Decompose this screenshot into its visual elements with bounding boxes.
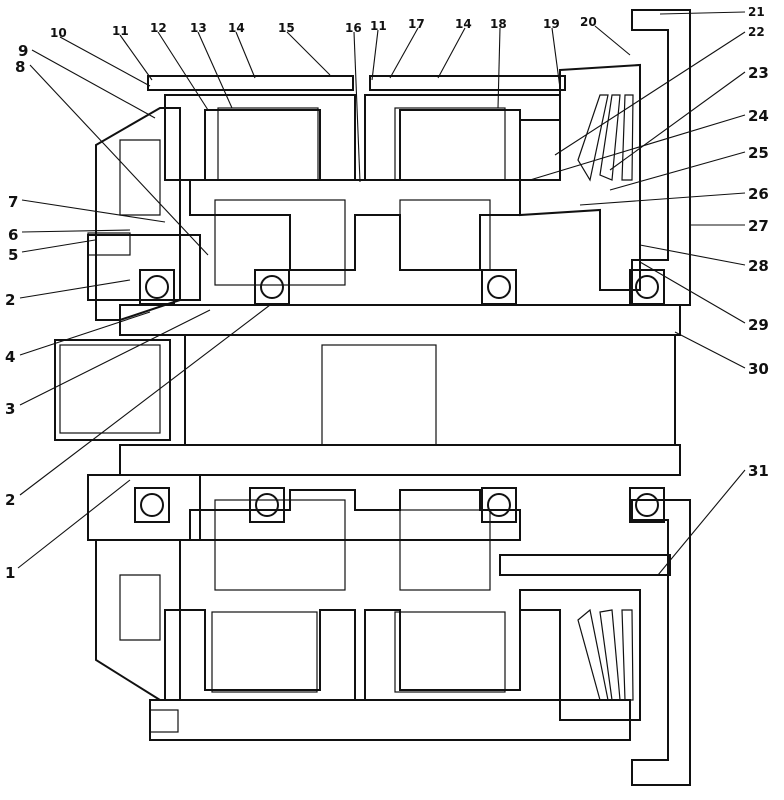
callout-4: 4	[5, 348, 15, 366]
callout-10: 10	[50, 26, 67, 40]
callout-12: 12	[150, 21, 167, 35]
callout-30: 30	[748, 360, 769, 378]
callout-27: 27	[748, 217, 769, 235]
main-shaft	[54, 304, 681, 476]
callout-29: 29	[748, 316, 769, 334]
callout-9: 9	[18, 42, 28, 60]
clutch-disc-pack-lower-right	[394, 611, 506, 693]
upper-bearings	[139, 269, 665, 305]
callout-15: 15	[278, 21, 295, 35]
callout-31: 31	[748, 462, 769, 480]
tie-rod-upper-left	[147, 75, 354, 91]
callout-14-right: 14	[455, 17, 472, 31]
clutch-disc-pack-lower-left	[211, 611, 318, 693]
leader-lines	[17, 11, 746, 576]
callout-6: 6	[8, 226, 18, 244]
callout-28: 28	[748, 257, 769, 275]
callout-13: 13	[190, 21, 207, 35]
callout-11-left: 11	[112, 24, 129, 38]
clutch-disc-pack-upper-right	[394, 107, 506, 181]
callout-2-upper: 2	[5, 291, 15, 309]
callout-7: 7	[8, 193, 18, 211]
callout-8: 8	[15, 58, 25, 76]
callout-22: 22	[748, 25, 765, 39]
callout-1: 1	[5, 564, 15, 582]
callout-18: 18	[490, 17, 507, 31]
callout-5: 5	[8, 246, 18, 264]
callout-26: 26	[748, 185, 769, 203]
clutch-disc-pack-upper-left	[217, 107, 319, 181]
tie-rod-upper-right	[369, 75, 566, 91]
callout-20: 20	[580, 15, 597, 29]
callout-3: 3	[5, 400, 15, 418]
callout-25: 25	[748, 144, 769, 162]
callout-17: 17	[408, 17, 425, 31]
upper-housing	[87, 9, 691, 321]
lower-bearings	[134, 487, 665, 523]
callout-11-center: 11	[370, 19, 387, 33]
lower-housing	[87, 474, 691, 786]
callout-labels: 1 2 2 3 4 5 6 7 8 9 10 11 11 12 13 14 14…	[5, 5, 769, 582]
callout-24: 24	[748, 107, 769, 125]
callout-19: 19	[543, 17, 560, 31]
callout-2-lower: 2	[5, 491, 15, 509]
callout-16: 16	[345, 21, 362, 35]
callout-23: 23	[748, 64, 769, 82]
callout-14-left: 14	[228, 21, 245, 35]
callout-21: 21	[748, 5, 765, 19]
